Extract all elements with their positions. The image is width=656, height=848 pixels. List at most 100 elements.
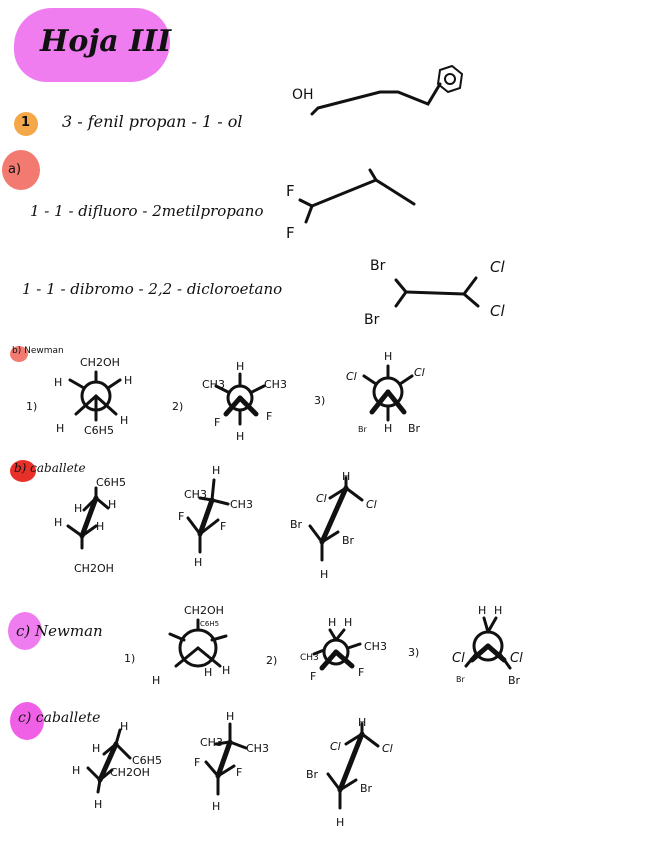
structure-b: Br Br Cl Cl: [364, 258, 505, 328]
number-badge-1: [14, 112, 38, 136]
n2-h1: H: [236, 360, 244, 373]
n3-h2: H: [384, 422, 392, 435]
newman-c-num-2: 2): [266, 654, 277, 667]
n3-br2: Br: [408, 422, 421, 435]
n1-h4: H: [120, 414, 128, 427]
nc1-h2: H: [204, 666, 212, 679]
cb2-h1: H: [212, 464, 220, 477]
cl-label-2: Cl: [490, 302, 505, 320]
cc2-f2: F: [236, 766, 242, 779]
cb3-cl1: Cl: [316, 492, 327, 505]
nc3-cl1: Cl: [452, 651, 465, 666]
badge-c-caballete: [10, 702, 44, 740]
cb2-ch3a: CH3: [184, 488, 207, 501]
label-b-caballete: b) caballete: [14, 461, 86, 475]
badge-a: [2, 150, 40, 190]
newman-b-num-3: 3): [314, 394, 325, 407]
number-1-label: 1: [21, 115, 31, 130]
nc2-ch3a: CH3: [300, 653, 319, 663]
cc3-h1: H: [358, 716, 366, 729]
cc3-br1: Br: [306, 768, 319, 781]
n2-f2: F: [266, 410, 272, 423]
cb3-h1: H: [342, 470, 350, 483]
cb3-cl2: Cl: [366, 498, 377, 511]
n1-h3: H: [56, 422, 64, 435]
nc1-ch2oh: CH2OH: [184, 604, 224, 617]
n2-ch3a: CH3: [202, 378, 225, 391]
f-label-1: F: [286, 182, 295, 200]
nc3-br2: Br: [508, 674, 521, 687]
br-label-2: Br: [364, 312, 380, 328]
n1-c6h5: C6H5: [84, 424, 114, 437]
caballete-c: H H H C6H5 CH2OH H H CH3 CH3 F F H: [72, 710, 393, 829]
nc2-f2: F: [358, 666, 364, 679]
structure-a: F F: [286, 168, 416, 242]
cc2-h1: H: [226, 710, 234, 723]
caballete-b: C6H5 H H H H CH2OH H CH3 CH3 F F H: [54, 464, 377, 581]
cb1-h4: H: [96, 520, 104, 533]
cc1-h3: H: [72, 764, 80, 777]
label-c-caballete: c) caballete: [18, 710, 101, 726]
newman-b-num-2: 2): [172, 400, 183, 413]
cc1-h2: H: [92, 742, 100, 755]
nc2-h1: H: [328, 616, 336, 629]
badge-b-caballete: [10, 460, 36, 482]
compound-name-b: 1 - 1 - dibromo - 2,2 - dicloroetano: [22, 280, 283, 298]
newman-b: 1) 2) 3) CH2OH H H H H C6H5 CH3: [26, 350, 425, 443]
compound-name-1: 3 - fenil propan - 1 - ol: [62, 112, 243, 131]
cc1-h4: H: [94, 798, 102, 811]
cb2-f2: F: [220, 520, 226, 533]
nc2-ch3b: CH3: [364, 640, 387, 653]
cb2-f1: F: [178, 510, 184, 523]
label-a: a): [8, 162, 22, 177]
cc2-f1: F: [194, 756, 200, 769]
cb3-br2: Br: [342, 534, 355, 547]
cc1-c6h5: C6H5: [132, 754, 162, 767]
br-label-1: Br: [370, 258, 386, 274]
newman-b-num-1: 1): [26, 400, 37, 413]
cb1-ch2oh: CH2OH: [74, 562, 114, 575]
cb1-h3: H: [54, 516, 62, 529]
cb2-ch3b: CH3: [230, 498, 253, 511]
nc1-h3: H: [222, 664, 230, 677]
nc1-c6h5: C6H5: [200, 620, 219, 628]
nc2-h2: H: [344, 616, 352, 629]
n3-h: H: [384, 350, 392, 363]
n2-f1: F: [214, 416, 220, 429]
nc2-f1: F: [310, 670, 316, 683]
cb1-c6h5: C6H5: [96, 476, 126, 489]
newman-c-num-3: 3): [408, 646, 419, 659]
newman-c-num-1: 1): [124, 652, 135, 665]
n2-h2: H: [236, 430, 244, 443]
n1-ch2oh: CH2OH: [80, 356, 120, 369]
nc3-h1: H: [478, 604, 486, 617]
nc3-h2: H: [494, 604, 502, 617]
cb3-h2: H: [320, 568, 328, 581]
title-highlight: [14, 8, 170, 82]
structure-1: OH: [292, 64, 464, 116]
cc2-h2: H: [212, 800, 220, 813]
f-label-2: F: [286, 224, 295, 242]
cc2-ch3b: CH3: [246, 742, 269, 755]
nc3-br1: Br: [456, 675, 465, 684]
cc3-cl2: Cl: [382, 742, 393, 755]
nc3-cl2: Cl: [510, 651, 523, 666]
newman-c: 1) 2) 3) CH2OH C6H5 H H H H H CH3: [124, 604, 523, 687]
n2-ch3b: CH3: [264, 378, 287, 391]
page-title: Hoja III: [40, 24, 172, 59]
cb3-br1: Br: [290, 518, 303, 531]
cc1-h1: H: [120, 720, 128, 733]
cb1-h2: H: [108, 498, 116, 511]
n3-br1: Br: [358, 425, 367, 434]
badge-b-newman: [10, 346, 28, 362]
cl-label-1: Cl: [490, 258, 505, 276]
n3-cl1: Cl: [346, 370, 357, 383]
cb1-h1: H: [74, 502, 82, 515]
cc3-h2: H: [336, 816, 344, 829]
nc1-h1: H: [152, 674, 160, 687]
n1-h2: H: [124, 374, 132, 387]
compound-name-a: 1 - 1 - difluoro - 2metilpropano: [30, 202, 264, 220]
cc2-ch3a: CH3: [200, 736, 223, 749]
